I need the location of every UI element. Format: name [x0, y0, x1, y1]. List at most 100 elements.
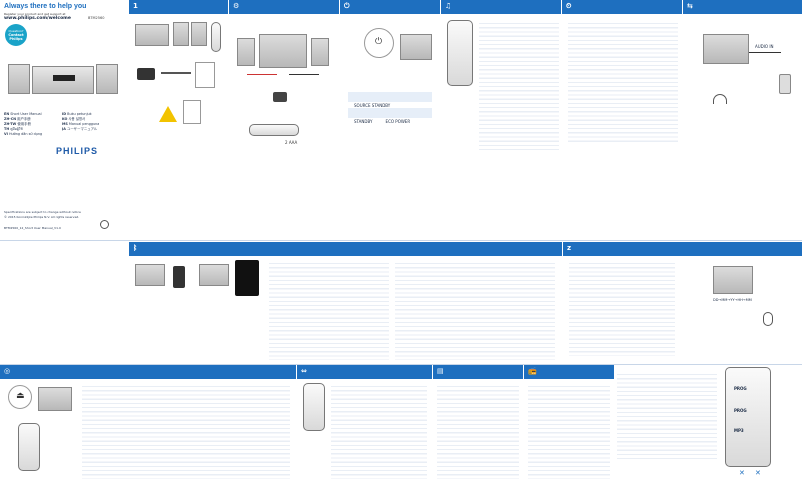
- source-standby-label: SOURCE STANDBY: [354, 103, 391, 108]
- clock-unit-image: [713, 266, 753, 294]
- panel-10-header: ⇔: [297, 365, 432, 379]
- warning-triangle-icon: [159, 106, 177, 122]
- cover-subhead: Register your product and get support at: [4, 12, 66, 16]
- bt-unit-1: [135, 264, 165, 286]
- prog-label-2: PROG: [734, 408, 747, 413]
- bt-phone-1: [173, 266, 185, 288]
- eco-power-label: ECO POWER: [385, 119, 411, 124]
- bt-unit-2: [199, 264, 229, 286]
- panel-11-body: [433, 379, 523, 484]
- cd-remote: [18, 423, 40, 471]
- cover-panel: Always there to help you Register your p…: [0, 0, 128, 240]
- panel-3-power-icon: ⏻: [344, 2, 350, 10]
- panel-4-header: ♫: [441, 0, 561, 14]
- prog-steps-text: [617, 371, 717, 461]
- lang-vi: VI Hướng dẫn sử dụng: [4, 132, 43, 136]
- product-image: [8, 56, 118, 96]
- panel-12-body: [524, 379, 614, 484]
- panel-12-header: 📻: [524, 365, 614, 379]
- unit-aux-view: [703, 34, 749, 64]
- clock-display-sequence: DD→MM→YY→HH→MM: [713, 298, 752, 302]
- speaker-wire-left: [247, 74, 277, 75]
- panel-12-radio-icon: 📻: [528, 367, 537, 375]
- box-contents-remote: [211, 22, 221, 52]
- panel-2-header: ⚙: [229, 0, 339, 14]
- bt-steps-right: [395, 260, 555, 360]
- panel-10-body: [297, 379, 432, 484]
- panel-9-header: ◎: [0, 365, 296, 379]
- remote-button-list: [479, 20, 559, 150]
- panel-7-body: [129, 256, 562, 364]
- main-unit: [32, 66, 94, 94]
- box-contents-unit: [135, 24, 169, 46]
- lang-ms: MS Manual pengguna: [62, 122, 100, 126]
- speaker-left-rear: [237, 38, 255, 66]
- cd-steps-text: [82, 383, 290, 479]
- eject-icon: ⏏: [16, 391, 25, 401]
- lang-id: ID Buku petunjuk: [62, 112, 92, 116]
- contact-philips-badge[interactable]: Question? Contact Philips: [5, 24, 27, 46]
- cover-footer-line1: Specifications are subject to change wit…: [4, 210, 81, 214]
- bt-steps-left: [269, 260, 389, 360]
- lang-zhtw: ZH-TW 使用手冊: [4, 122, 31, 126]
- box-contents-manual: [195, 62, 215, 88]
- panel-9-cd-icon: ◎: [4, 367, 11, 375]
- panel-8-header: z: [563, 242, 802, 256]
- left-speaker: [8, 64, 30, 94]
- badge-line3: Philips: [9, 37, 23, 41]
- cover-headline: Always there to help you: [4, 3, 87, 10]
- audio-in-label: AUDIO IN: [755, 44, 774, 49]
- power-icon: ⏻: [375, 37, 383, 47]
- panel-5-body: [562, 14, 682, 240]
- lang-en: EN Short User Manual: [4, 112, 42, 116]
- prog-remote-closeup: PROG PROG MP3: [725, 367, 771, 467]
- headphone-icon: [713, 94, 727, 104]
- standby-label: STANDBY: [354, 119, 373, 124]
- recycle-icon: [100, 220, 109, 229]
- panel-6-body: AUDIO IN: [683, 14, 802, 240]
- unit-rear-view: [259, 34, 307, 68]
- panel-7-header: ᛒ: [129, 242, 562, 256]
- panel-13-body: PROG PROG MP3 ✕ ✕: [615, 365, 802, 484]
- cd-tray-unit: [38, 387, 72, 411]
- panel-4-music-icon: ♫: [445, 2, 452, 10]
- right-speaker: [96, 64, 118, 94]
- panel-6-header: ⇆: [683, 0, 802, 14]
- lang-ja: JA ユーザーマニュアル: [62, 127, 98, 131]
- aaa-callout: 2 AAA: [285, 140, 298, 145]
- aux-cable: [749, 52, 781, 53]
- unit-display: [53, 75, 75, 81]
- speaker-wire-right: [289, 74, 319, 75]
- panel-10-usb-icon: ⇔: [301, 367, 307, 375]
- prog-label-1: PROG: [734, 386, 747, 391]
- standby-eco-banner: STANDBY ECO POWER: [348, 108, 432, 124]
- cross-icon-2: ✕: [755, 469, 761, 477]
- panel-9-body: ⏏: [0, 379, 296, 484]
- eject-button-closeup: ⏏: [8, 385, 32, 409]
- box-contents-cable: [161, 72, 191, 74]
- lang-ko: KO 사용 설명서: [62, 117, 86, 121]
- panel-7-bluetooth-icon: ᛒ: [133, 244, 138, 252]
- panel-2-body: 2 AAA: [229, 14, 339, 240]
- row-divider: [0, 240, 802, 241]
- panel-4-body: [441, 14, 561, 240]
- box-contents-speaker-r: [191, 22, 207, 46]
- panel-5-header: ⏲: [562, 0, 682, 14]
- panel-8-sleep-icon: z: [567, 244, 572, 252]
- remote-battery-view: [249, 124, 299, 136]
- cover-url[interactable]: www.philips.com/welcome: [4, 16, 71, 21]
- radio-steps-text: [528, 383, 610, 479]
- badge-line2: Contact: [8, 33, 24, 37]
- bt-phone-screen: [235, 260, 259, 296]
- mp3-player-icon: [779, 74, 791, 94]
- power-button-closeup: ⏻: [364, 28, 394, 58]
- usb-remote: [303, 383, 325, 431]
- mp3-label: MP3: [734, 428, 744, 433]
- philips-logo: PHILIPS: [56, 146, 99, 156]
- remote-control-large: [447, 20, 473, 86]
- panel-1-header: 1: [129, 0, 228, 14]
- speaker-right-rear: [311, 38, 329, 66]
- earphones-icon: [763, 312, 773, 326]
- panel-1-number: 1: [133, 2, 138, 10]
- unit-top-view: [400, 34, 432, 60]
